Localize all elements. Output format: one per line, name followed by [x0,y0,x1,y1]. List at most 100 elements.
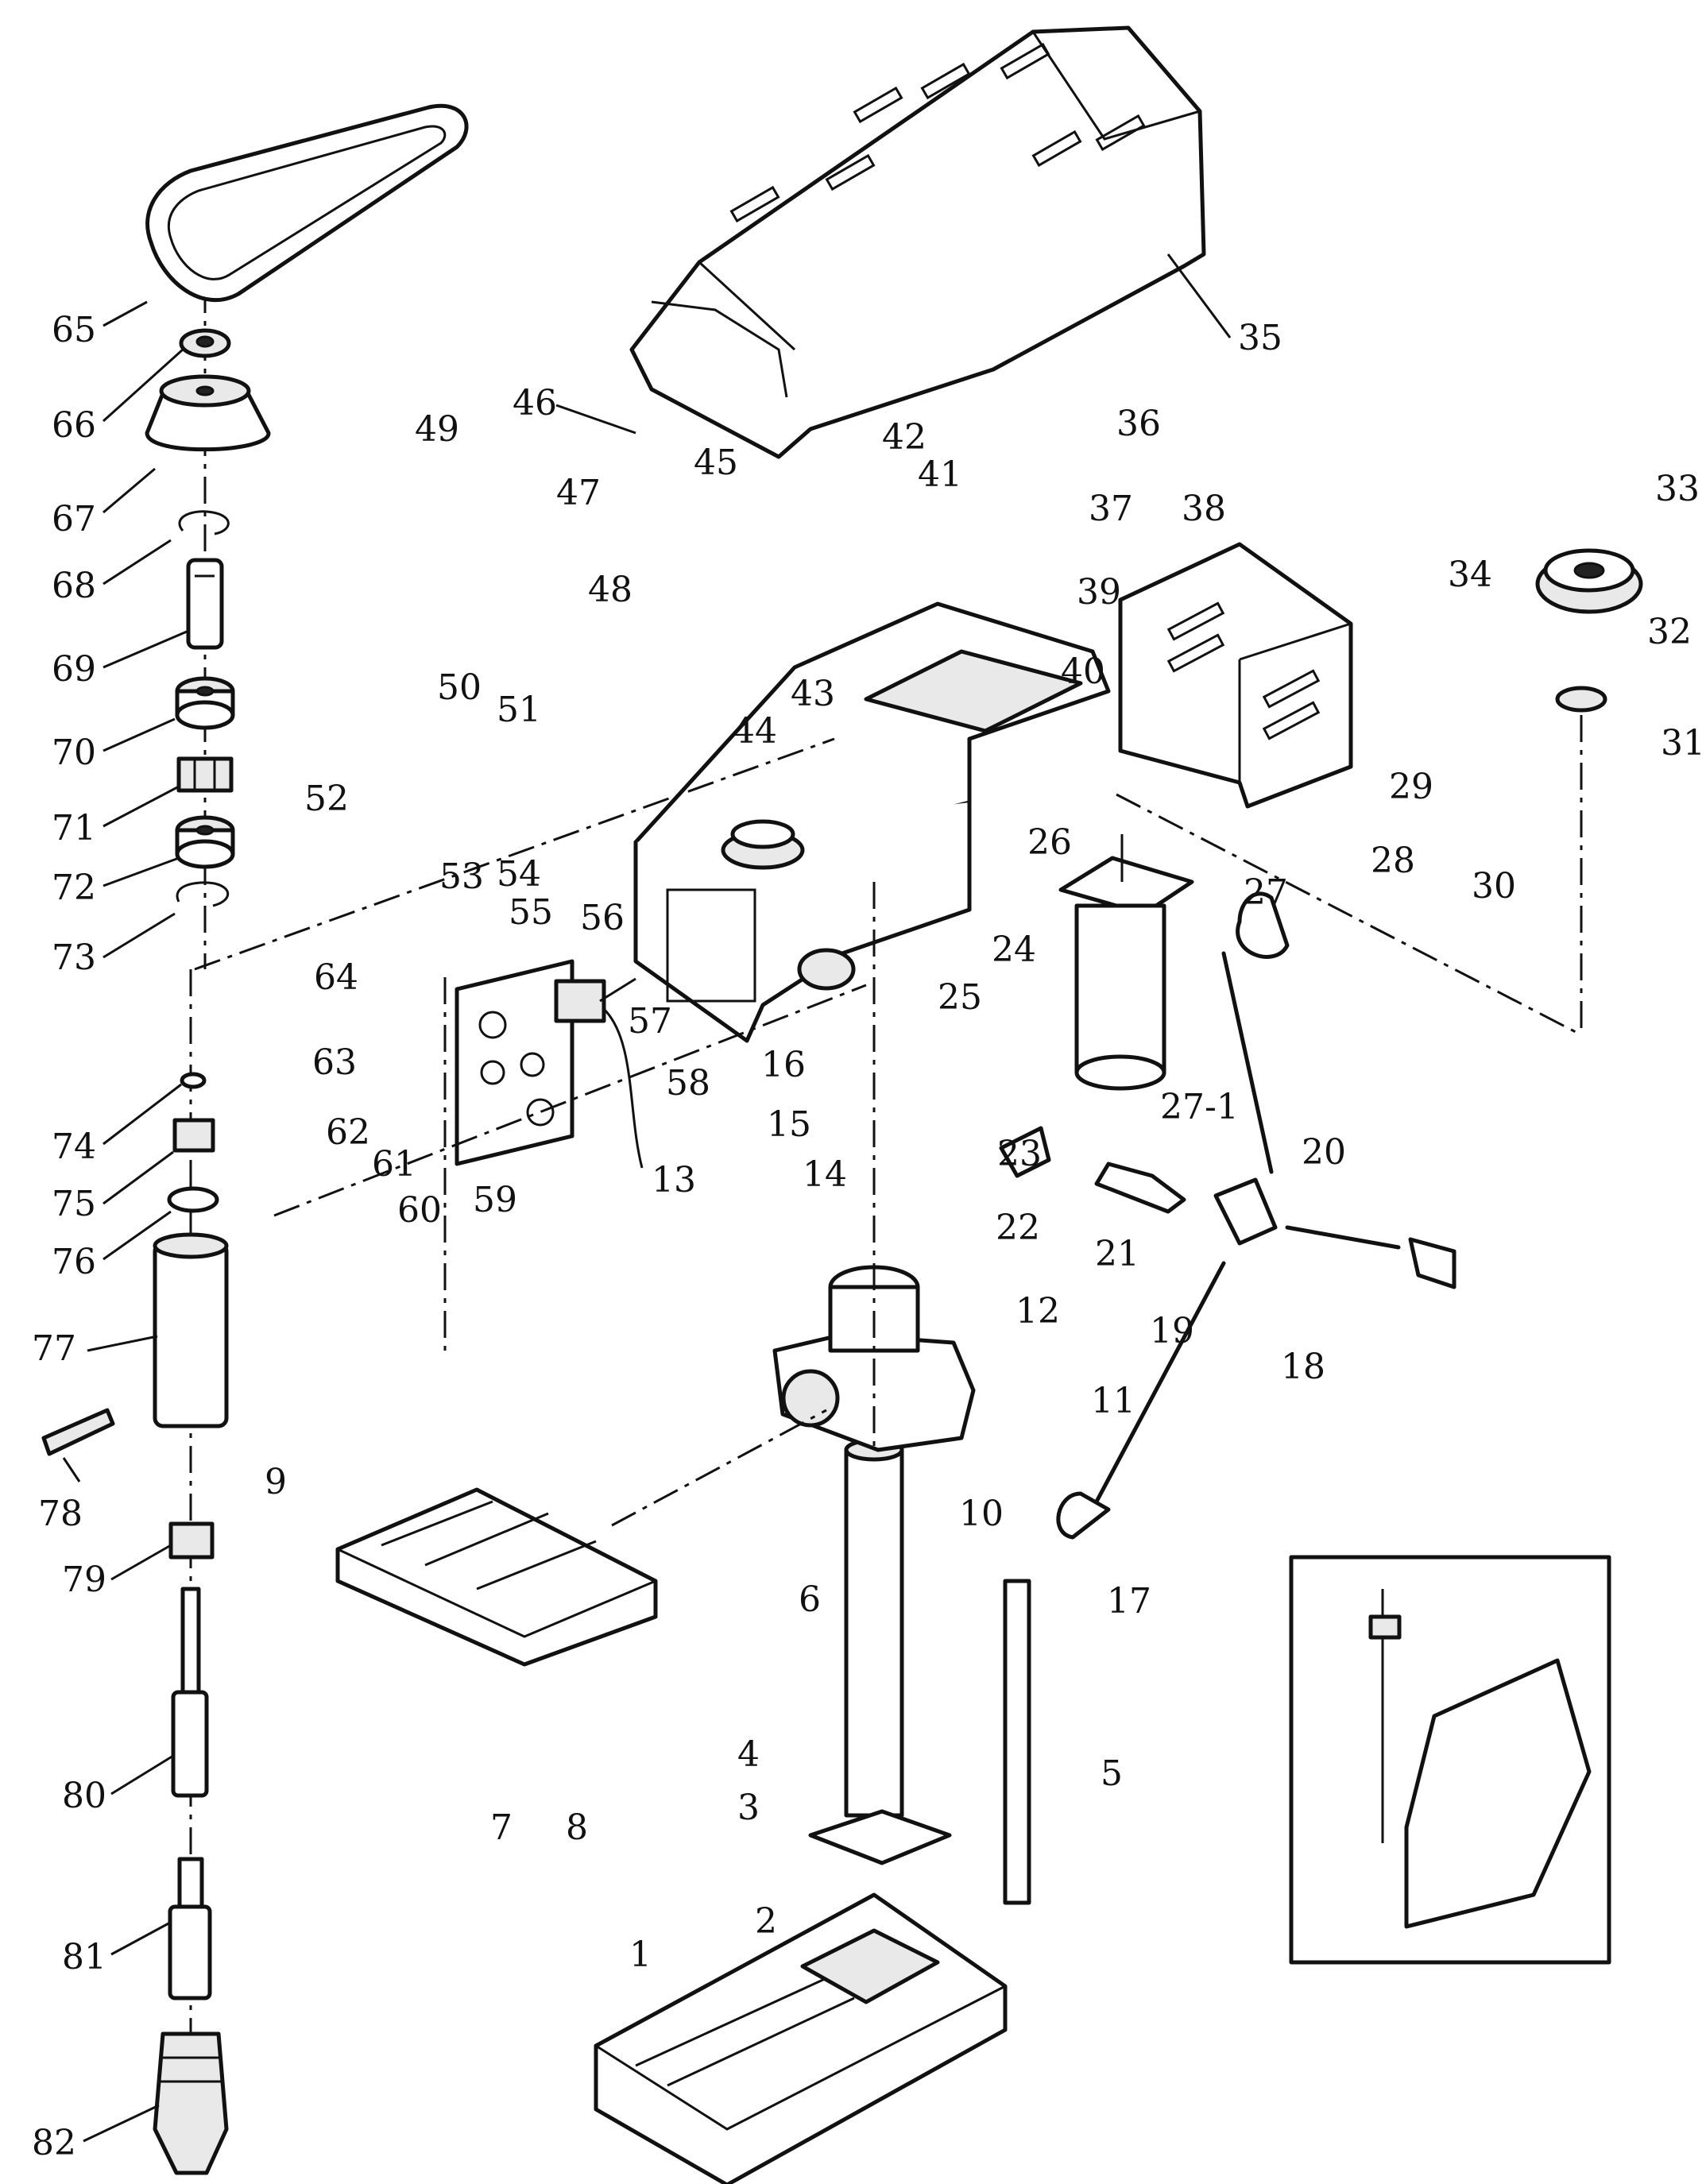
label-82: 82 [32,2123,76,2163]
label-27: 27 [1244,872,1288,913]
inset-detail [1289,1555,1611,1965]
label-73: 73 [52,937,96,978]
label-81: 81 [62,1937,106,1977]
label-74: 74 [52,1127,96,1167]
label-72: 72 [52,868,96,908]
label-13: 13 [652,1160,696,1200]
column [844,1448,904,1818]
label-17: 17 [1107,1581,1151,1622]
label-56: 56 [580,898,625,938]
label-22: 22 [996,1208,1040,1248]
label-69: 69 [52,649,96,690]
label-37: 37 [1089,489,1133,529]
label-65: 65 [52,310,96,350]
label-9: 9 [265,1462,287,1502]
label-76: 76 [52,1242,96,1282]
label-63: 63 [312,1042,357,1083]
label-64: 64 [314,957,358,998]
label-4: 4 [737,1734,760,1775]
label-59: 59 [473,1180,517,1220]
label-41: 41 [918,454,962,495]
label-36: 36 [1116,404,1161,444]
label-40: 40 [1061,651,1105,692]
belt-cover [629,25,1206,459]
head-casting [633,601,1111,1043]
label-50: 50 [437,667,482,708]
label-2: 2 [755,1901,777,1942]
label-45: 45 [694,443,738,483]
label-77: 77 [32,1328,76,1369]
label-78: 78 [38,1494,83,1534]
label-70: 70 [52,733,96,773]
column-flange [808,1809,952,1865]
label-16: 16 [761,1045,806,1085]
arbor [168,1904,212,2000]
spindle-assembly [41,103,469,2175]
drift-key [41,1408,115,1456]
label-52: 52 [304,779,349,819]
feed-handles [999,891,1456,1540]
label-6: 6 [799,1579,821,1620]
label-19: 19 [1150,1311,1194,1351]
label-8: 8 [566,1807,588,1848]
label-24: 24 [992,930,1036,970]
label-75: 75 [52,1184,96,1224]
label-48: 48 [588,570,632,610]
label-46: 46 [513,383,557,423]
drill-chuck [153,2031,229,2175]
label-15: 15 [767,1104,811,1145]
base [594,1892,1008,2184]
motor-pulley [1535,548,1643,713]
label-53: 53 [439,856,484,897]
label-51: 51 [497,690,541,730]
label-10: 10 [959,1494,1004,1534]
label-47: 47 [556,473,601,513]
label-43: 43 [791,674,835,714]
label-33: 33 [1655,469,1700,509]
label-61: 61 [372,1144,416,1185]
label-27-1: 27-1 [1160,1087,1239,1127]
label-5: 5 [1101,1753,1123,1794]
label-55: 55 [509,892,553,933]
label-38: 38 [1182,489,1226,529]
label-66: 66 [52,405,96,446]
label-44: 44 [733,711,777,752]
label-28: 28 [1371,841,1415,881]
label-39: 39 [1077,572,1121,613]
label-14: 14 [803,1154,847,1195]
label-18: 18 [1281,1347,1325,1387]
label-68: 68 [52,566,96,606]
label-57: 57 [628,1001,672,1042]
label-7: 7 [490,1807,513,1848]
label-3: 3 [737,1788,760,1828]
label-80: 80 [62,1776,106,1816]
label-62: 62 [326,1112,370,1153]
label-21: 21 [1095,1234,1139,1274]
label-71: 71 [52,808,96,848]
spline-sleeve [186,558,224,650]
column-base [335,1265,1031,2184]
label-35: 35 [1238,318,1282,358]
leader-lines [62,253,1232,2143]
belt [145,103,469,303]
quill [153,1241,229,1428]
label-49: 49 [415,409,459,450]
rack [1003,1579,1031,1905]
centerlines [194,715,1583,1527]
table [335,1487,658,1667]
label-60: 60 [397,1190,442,1231]
label-42: 42 [882,417,927,458]
label-23: 23 [997,1134,1042,1174]
part-labels: 1 2 3 4 5 6 7 8 9 10 11 12 13 14 15 16 1… [32,310,1705,2163]
label-26: 26 [1027,822,1072,863]
label-11: 11 [1091,1381,1135,1421]
spindle [171,1690,209,1798]
label-25: 25 [938,977,982,1018]
label-20: 20 [1302,1132,1346,1173]
switch-panel [455,959,644,1169]
motor [1058,834,1194,1091]
label-12: 12 [1015,1291,1060,1332]
label-30: 30 [1472,866,1516,906]
label-34: 34 [1448,555,1492,595]
